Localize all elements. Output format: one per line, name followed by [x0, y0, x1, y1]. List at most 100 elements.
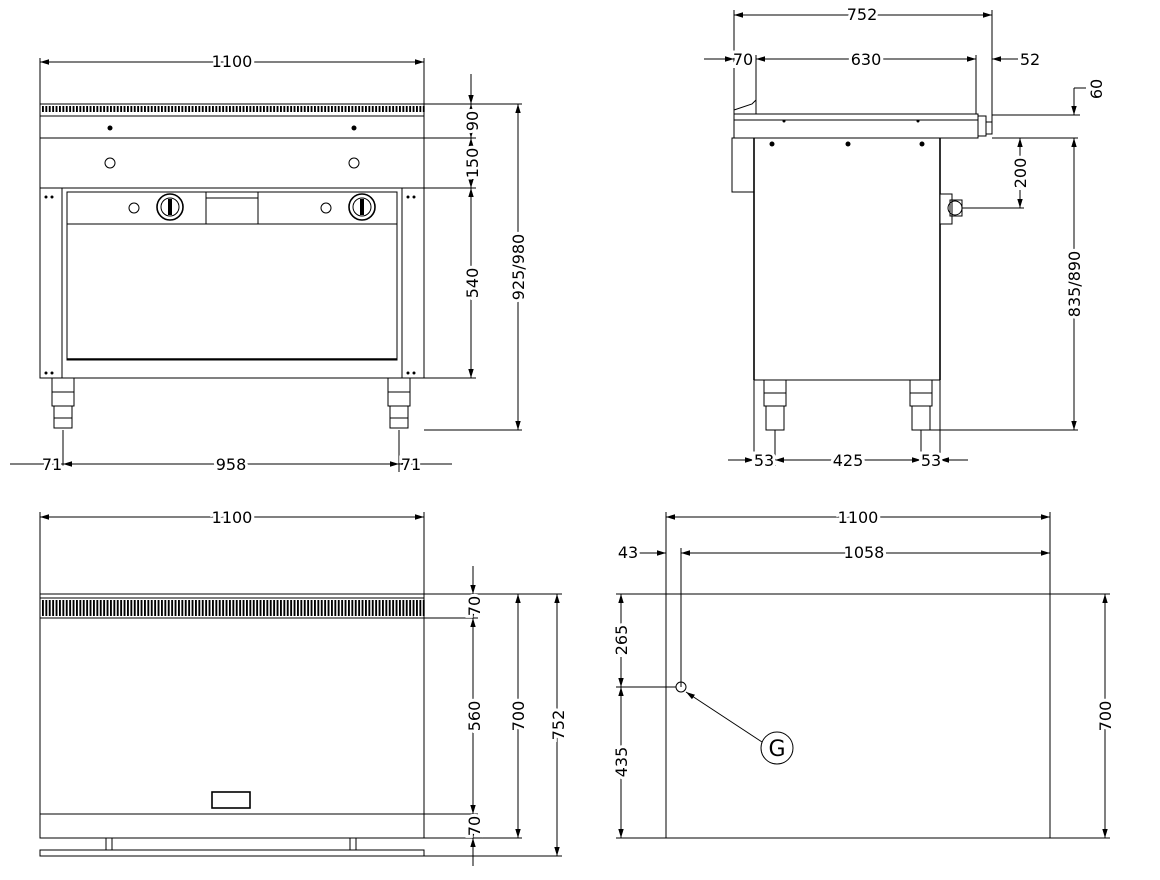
grill-tooth	[123, 106, 126, 112]
grill-tooth	[140, 600, 143, 616]
front-middle-panel	[39, 137, 425, 189]
grill-tooth	[399, 600, 401, 616]
grill-tooth	[286, 106, 289, 112]
grill-tooth	[246, 106, 248, 112]
grill-tooth	[242, 106, 245, 112]
grill-tooth	[116, 600, 119, 616]
grill-tooth	[327, 600, 330, 616]
grill-tooth	[297, 600, 299, 616]
grill-tooth	[405, 106, 408, 112]
grill-tooth	[405, 600, 408, 616]
side-body-height-label: 835/890	[1065, 251, 1084, 317]
grill-tooth	[164, 600, 167, 616]
grill-tooth	[344, 600, 347, 616]
grill-tooth	[178, 600, 180, 616]
side-front-offset-label: 52	[1020, 50, 1040, 69]
grill-tooth	[195, 600, 197, 616]
grill-tooth	[266, 600, 269, 616]
grill-tooth	[256, 106, 259, 112]
grill-tooth	[341, 106, 344, 112]
grill-tooth	[208, 600, 211, 616]
grill-tooth	[422, 106, 425, 112]
grill-tooth	[45, 106, 48, 112]
front-indicator-right	[348, 157, 360, 169]
gas-connection-label: G	[768, 737, 785, 762]
grill-tooth	[256, 600, 259, 616]
grill-tooth	[354, 600, 357, 616]
base-width-label: 1100	[838, 508, 879, 527]
grill-tooth	[365, 106, 367, 112]
grill-tooth	[106, 600, 109, 616]
grill-tooth	[133, 600, 136, 616]
side-body	[753, 137, 941, 381]
grill-tooth	[314, 600, 316, 616]
side-right-leg-offset-label: 53	[921, 451, 941, 470]
grill-tooth	[409, 600, 412, 616]
grill-tooth	[382, 106, 384, 112]
grill-tooth	[140, 106, 143, 112]
grill-tooth	[218, 600, 221, 616]
grill-tooth	[280, 106, 282, 112]
grill-tooth	[303, 600, 306, 616]
grill-tooth	[161, 600, 163, 616]
grill-tooth	[273, 106, 276, 112]
grill-tooth	[93, 600, 95, 616]
grill-tooth	[171, 106, 174, 112]
grill-tooth	[201, 600, 204, 616]
base-from-bottom-label: 435	[612, 747, 631, 778]
grill-tooth	[297, 106, 299, 112]
grill-tooth	[371, 600, 374, 616]
grill-tooth	[55, 106, 58, 112]
grill-tooth	[225, 106, 228, 112]
side-leg-spacing-label: 425	[833, 451, 864, 470]
grill-tooth	[341, 600, 344, 616]
grill-tooth	[361, 600, 364, 616]
grill-tooth	[161, 106, 163, 112]
grill-tooth	[252, 600, 255, 616]
top-bottom-rail	[39, 849, 425, 857]
grill-tooth	[259, 600, 262, 616]
grill-tooth	[263, 106, 265, 112]
grill-tooth	[212, 106, 214, 112]
grill-tooth	[52, 106, 55, 112]
grill-tooth	[276, 106, 279, 112]
grill-tooth	[293, 600, 296, 616]
grill-tooth	[331, 106, 333, 112]
grill-tooth	[232, 600, 235, 616]
grill-tooth	[358, 600, 361, 616]
grill-tooth	[191, 106, 194, 112]
front-top-band	[39, 115, 425, 139]
grill-tooth	[62, 600, 65, 616]
grill-tooth	[69, 600, 72, 616]
grill-tooth	[157, 600, 160, 616]
grill-tooth	[283, 600, 286, 616]
grill-tooth	[133, 106, 136, 112]
grill-tooth	[181, 600, 184, 616]
grill-tooth	[314, 106, 316, 112]
grill-tooth	[212, 600, 214, 616]
grill-tooth	[259, 106, 262, 112]
grill-tooth	[164, 106, 167, 112]
grill-tooth	[79, 106, 82, 112]
grill-tooth	[150, 106, 153, 112]
top-plate-depth-label: 560	[465, 701, 484, 732]
grill-tooth	[399, 106, 401, 112]
grill-tooth	[79, 600, 82, 616]
grill-tooth	[412, 600, 415, 616]
grill-tooth	[174, 600, 177, 616]
top-grill-teeth	[42, 600, 425, 616]
grill-tooth	[157, 106, 160, 112]
grill-tooth	[263, 600, 265, 616]
grill-tooth	[181, 106, 184, 112]
grill-tooth	[412, 106, 415, 112]
grill-tooth	[344, 106, 347, 112]
grill-tooth	[93, 106, 95, 112]
grill-tooth	[416, 106, 418, 112]
front-left-leg-offset-label: 71	[42, 455, 62, 474]
top-view: 1100 70 560 70 700 752	[39, 505, 571, 866]
grill-tooth	[242, 600, 245, 616]
grill-tooth	[385, 106, 388, 112]
grill-tooth	[167, 106, 170, 112]
front-indicator-left	[104, 157, 116, 169]
grill-tooth	[150, 600, 153, 616]
